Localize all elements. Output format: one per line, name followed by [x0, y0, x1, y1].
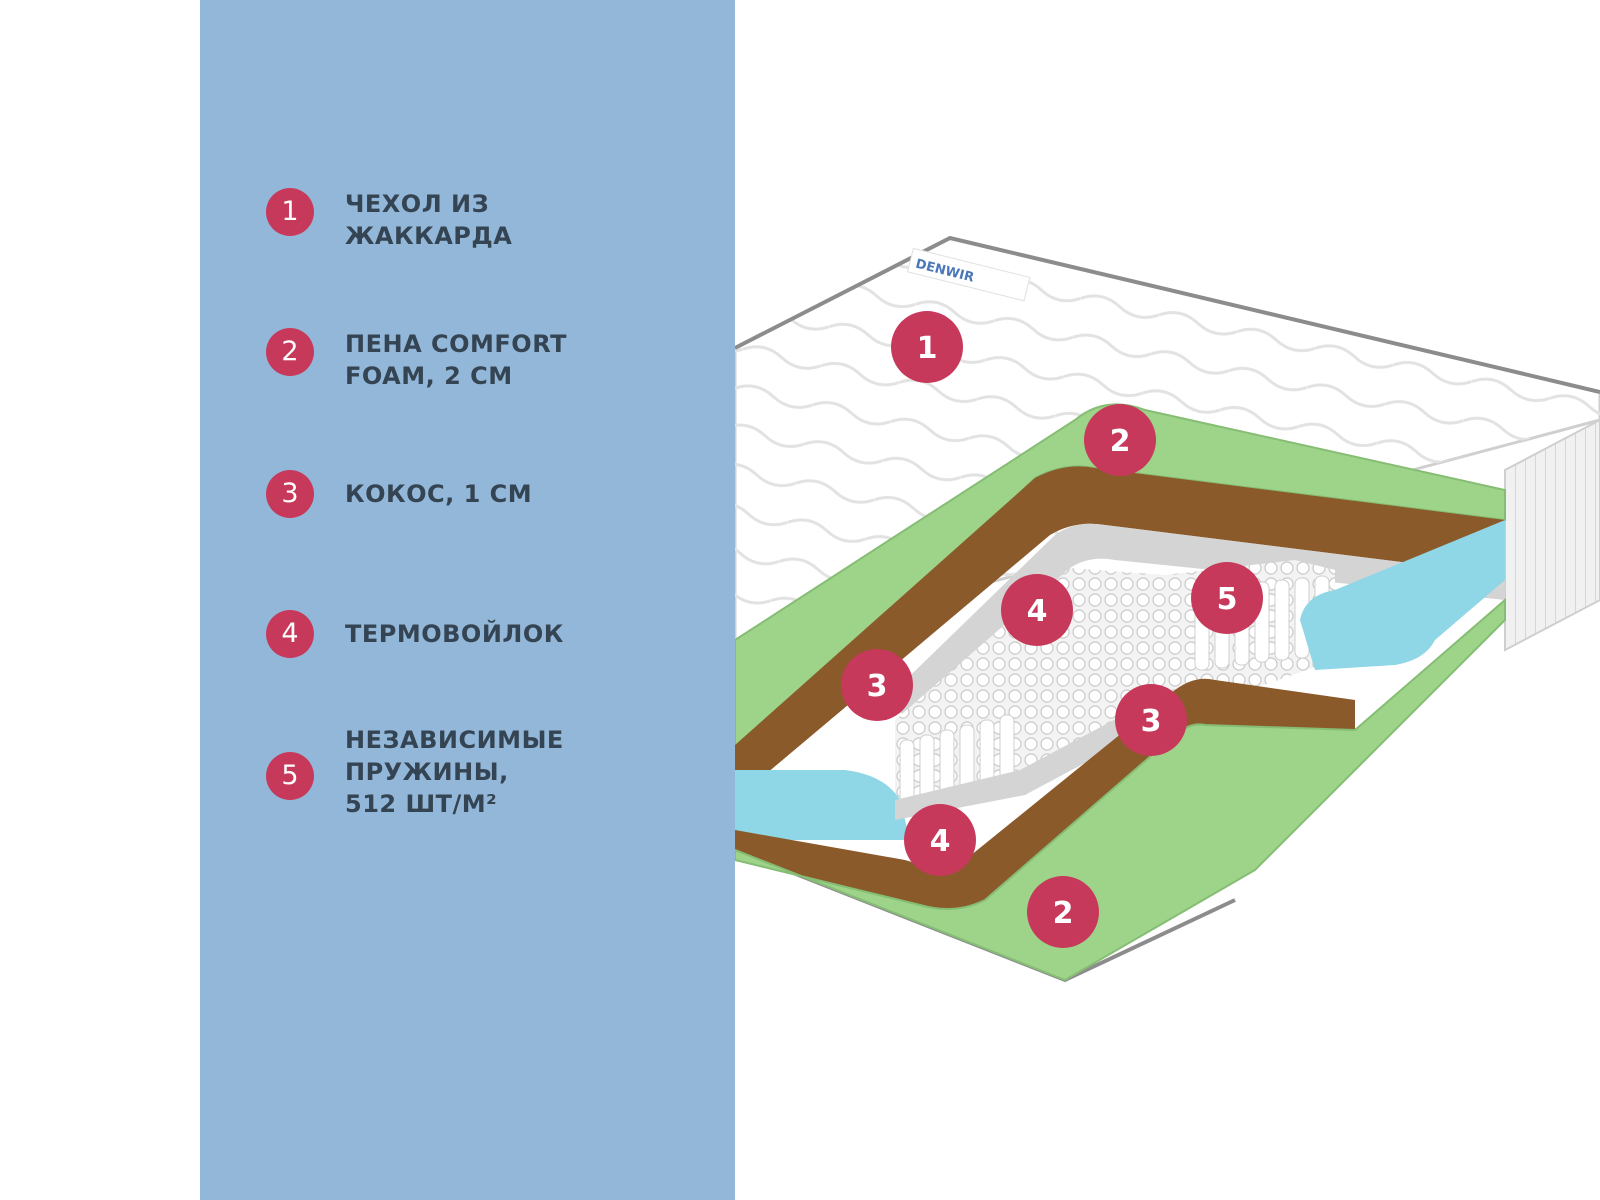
svg-text:4: 4 — [930, 824, 951, 859]
callout-3-lower: 3 — [1115, 684, 1187, 756]
felt-lower — [895, 690, 1170, 820]
callout-4-lower: 4 — [904, 804, 976, 876]
legend-badge: 2 — [266, 328, 314, 376]
legend-label: ТЕРМОВОЙЛОК — [345, 620, 564, 648]
mattress-illustration: DENWIR 1 2 3 4 5 3 4 — [735, 0, 1600, 1200]
callout-3-upper: 3 — [841, 649, 913, 721]
legend-label: КОКОС, 1 СМ — [345, 480, 533, 508]
mattress-side — [1504, 418, 1600, 652]
callout-5: 5 — [1191, 562, 1263, 634]
coconut-upper — [735, 466, 1505, 800]
svg-text:3: 3 — [1141, 704, 1162, 739]
legend-badge: 1 — [266, 188, 314, 236]
legend-badge: 4 — [266, 610, 314, 658]
callout-2-upper: 2 — [1084, 404, 1156, 476]
svg-text:2: 2 — [1110, 424, 1131, 459]
legend-label: ЧЕХОЛ ИЗ ЖАККАРДА — [345, 190, 513, 250]
callout-1: 1 — [891, 311, 963, 383]
svg-text:4: 4 — [1027, 594, 1048, 629]
side-foam-right — [1300, 520, 1505, 670]
legend-badge: 5 — [266, 752, 314, 800]
mattress-cutaway: DENWIR 1 2 3 4 5 3 4 — [735, 235, 1600, 983]
svg-text:1: 1 — [917, 331, 938, 366]
felt-upper — [885, 523, 1505, 720]
legend-badge: 3 — [266, 470, 314, 518]
side-foam-left — [735, 770, 910, 840]
legend-label: ПЕНА COMFORT FOAM, 2 СМ — [345, 330, 567, 390]
legend-label: НЕЗАВИСИМЫЕ ПРУЖИНЫ, 512 ШТ/М² — [345, 726, 564, 818]
coconut-lower — [735, 678, 1355, 909]
svg-text:3: 3 — [867, 669, 888, 704]
svg-text:5: 5 — [1217, 582, 1238, 617]
svg-text:2: 2 — [1053, 896, 1074, 931]
callout-4-upper: 4 — [1001, 574, 1073, 646]
callout-2-lower: 2 — [1027, 876, 1099, 948]
legend-panel: 1 ЧЕХОЛ ИЗ ЖАККАРДА 2 ПЕНА COMFORT FOAM,… — [200, 0, 735, 1200]
